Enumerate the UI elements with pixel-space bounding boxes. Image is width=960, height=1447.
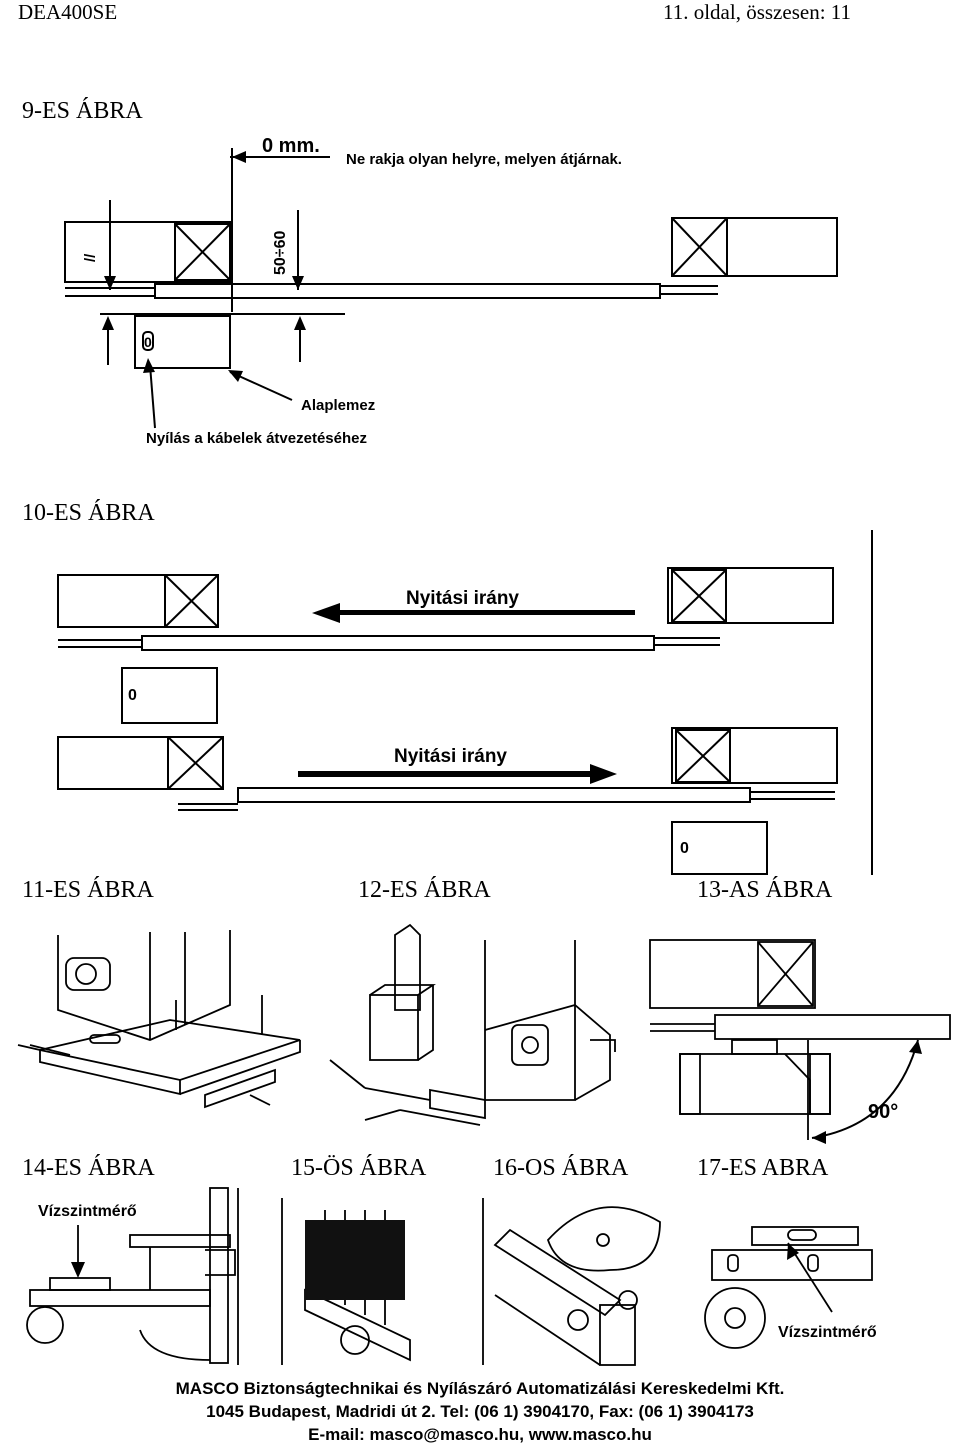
fig17-title: 17-ES ABRA — [697, 1155, 829, 1181]
fig15-title: 15-ÖS ÁBRA — [291, 1155, 427, 1181]
fig16-title: 16-OS ÁBRA — [493, 1155, 629, 1181]
fig9-base-plate — [134, 315, 231, 369]
fig10-post-bottom-left — [57, 736, 224, 790]
fig9-post-left — [64, 221, 231, 283]
fig10-post-bottom-right — [671, 727, 838, 784]
fig9-warning: Ne rakja olyan helyre, melyen átjárnak. — [346, 151, 622, 168]
fig15-brush-strip — [305, 1220, 405, 1300]
fig10-open-dir-1: Nyitási irány — [406, 588, 519, 609]
fig10-base-plate-bottom — [671, 821, 768, 875]
fig9-parallel-mark: // — [82, 253, 99, 262]
fig10-post-top-left — [57, 574, 219, 628]
fig9-slot: 0 — [144, 334, 152, 350]
fig9-post-right — [671, 217, 838, 277]
fig9-dim-0: 0 mm. — [262, 135, 320, 157]
fig9-dim-height: 50÷60 — [272, 231, 289, 275]
fig12-drawing — [329, 923, 616, 1126]
fig11-motor-drawing — [17, 930, 301, 1109]
fig9-base-plate-label: Alaplemez — [301, 397, 375, 414]
fig12-title: 12-ES ÁBRA — [358, 877, 491, 903]
fig10-rack-bottom — [237, 787, 751, 803]
fig16-drawing — [482, 1198, 661, 1366]
fig10-post-top-right — [667, 567, 834, 624]
fig13-title: 13-AS ÁBRA — [697, 877, 833, 903]
fig14-drawing — [26, 1187, 239, 1365]
fig9-title: 9-ES ÁBRA — [22, 98, 143, 124]
fig10-diagram: Nyitási irány Nyitási irány 0 0 — [57, 530, 873, 875]
page-info: 11. oldal, összesen: 11 — [663, 0, 851, 24]
fig10-open-dir-2: Nyitási irány — [394, 746, 507, 767]
fig10-arrow-right — [298, 764, 617, 784]
fig9-rack — [154, 283, 661, 299]
fig10-title: 10-ES ÁBRA — [22, 500, 155, 526]
fig10-slot-2: 0 — [680, 840, 689, 857]
fig11-13-diagrams: 90° — [17, 923, 951, 1144]
footer-address: 1045 Budapest, Madridi út 2. Tel: (06 1)… — [206, 1402, 754, 1421]
fig10-arrow-left — [312, 603, 635, 623]
fig10-slot-1: 0 — [128, 687, 137, 704]
fig10-base-plate-top — [121, 667, 218, 724]
fig10-rack-top — [141, 635, 655, 651]
fig14-17-diagrams: Vízszintmérő Vízszintmérő — [26, 1187, 877, 1366]
fig14-level-label: Vízszintmérő — [38, 1203, 137, 1220]
footer-contact: E-mail: masco@masco.hu, www.masco.hu — [308, 1425, 652, 1444]
fig13-drawing — [649, 939, 951, 1140]
footer-company: MASCO Biztonságtechnikai és Nyílászáró A… — [175, 1379, 785, 1398]
fig11-title: 11-ES ÁBRA — [22, 877, 154, 903]
fig9-diagram: 0 mm. Ne rakja olyan helyre, melyen átjá… — [64, 135, 838, 447]
fig14-title: 14-ES ÁBRA — [22, 1155, 155, 1181]
fig13-angle-label: 90° — [868, 1101, 898, 1123]
doc-model: DEA400SE — [18, 0, 118, 24]
fig9-cable-hole-label: Nyílás a kábelek átvezetéséhez — [146, 430, 367, 447]
fig17-level-label: Vízszintmérő — [778, 1324, 877, 1341]
